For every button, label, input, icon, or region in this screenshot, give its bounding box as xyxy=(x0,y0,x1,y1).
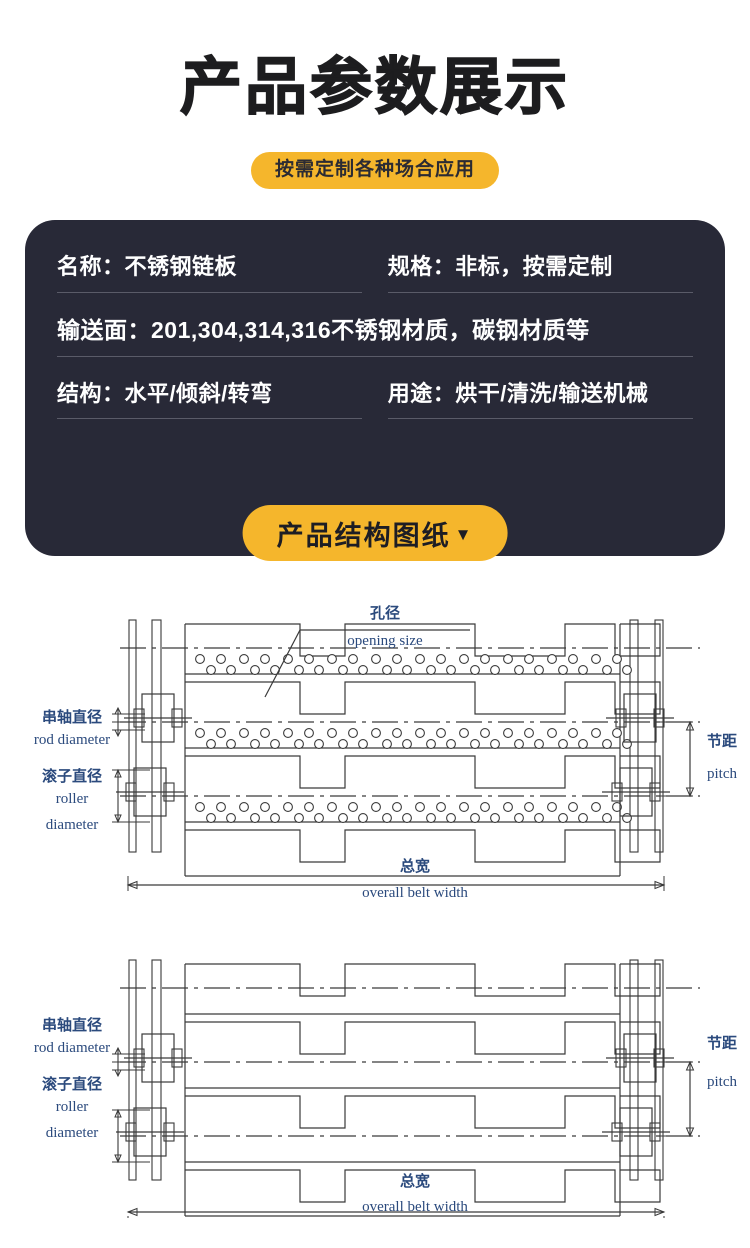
label-rod-diameter-zh: 串轴直径 xyxy=(42,708,102,726)
label-pitch-en: pitch xyxy=(707,766,737,782)
spec-card: 名称：不锈钢链板 规格：非标，按需定制 输送面：201,304,314,316不… xyxy=(25,220,725,556)
spec-cell-usage: 用途：烘干/清洗/输送机械 xyxy=(387,379,693,420)
cta-label: 产品结构图纸 xyxy=(276,520,451,551)
spec-value: 结构：水平/倾斜/转弯 xyxy=(57,380,273,406)
label-rod-diameter-zh: 串轴直径 xyxy=(42,1016,102,1034)
label-overall-width-zh: 总宽 xyxy=(400,1172,430,1190)
page-title: 产品参数展示 xyxy=(179,53,570,122)
spec-value: 规格：非标，按需定制 xyxy=(387,254,613,279)
spec-cell-structure: 结构：水平/倾斜/转弯 xyxy=(57,379,363,420)
label-pitch-zh: 节距 xyxy=(707,732,737,750)
label-roller-diameter-en-1: roller xyxy=(56,1099,88,1115)
spec-cell-material: 输送面：201,304,314,316不锈钢材质，碳钢材质等 xyxy=(57,315,693,357)
spec-cell-name: 名称：不锈钢链板 xyxy=(57,252,363,293)
spec-row: 输送面：201,304,314,316不锈钢材质，碳钢材质等 xyxy=(57,315,693,379)
label-roller-diameter-zh: 滚子直径 xyxy=(42,1075,102,1093)
label-pitch-en: pitch xyxy=(707,1074,737,1090)
spec-value: 输送面：201,304,314,316不锈钢材质，碳钢材质等 xyxy=(57,316,590,343)
label-overall-width-zh: 总宽 xyxy=(400,857,430,875)
label-rod-diameter-en: rod diameter xyxy=(34,732,110,748)
label-opening-size-zh: 孔径 xyxy=(370,604,400,622)
label-pitch-zh: 节距 xyxy=(707,1034,737,1052)
spec-value: 名称：不锈钢链板 xyxy=(57,254,238,279)
label-roller-diameter-en-1: roller xyxy=(56,791,88,807)
chevron-down-icon: ▼ xyxy=(454,524,474,544)
label-overall-width-en: overall belt width xyxy=(362,885,468,901)
label-opening-size-en: opening size xyxy=(347,633,423,649)
leader-line-opening xyxy=(264,629,470,698)
label-roller-diameter-en-2: diameter xyxy=(46,817,98,833)
spec-row: 名称：不锈钢链板 规格：非标，按需定制 xyxy=(57,252,693,315)
label-rod-diameter-en: rod diameter xyxy=(34,1040,110,1056)
spec-row: 结构：水平/倾斜/转弯 用途：烘干/清洗/输送机械 xyxy=(57,379,693,442)
label-roller-diameter-zh: 滚子直径 xyxy=(42,767,102,785)
cta-label-wrap: 产品结构图纸 ▼ xyxy=(277,514,474,553)
label-roller-diameter-en-2: diameter xyxy=(46,1125,98,1141)
subtitle-badge: 按需定制各种场合应用 xyxy=(250,152,500,189)
drawing-perforated: 孔径 opening size 串轴直径 rod diameter 滚子直径 r… xyxy=(0,590,750,925)
spec-cell-model: 规格：非标，按需定制 xyxy=(387,252,693,293)
drawing-plain: 串轴直径 rod diameter 滚子直径 roller diameter 节… xyxy=(0,930,750,1242)
product-structure-drawing-button[interactable]: 产品结构图纸 ▼ xyxy=(242,505,508,561)
label-overall-width-en: overall belt width xyxy=(362,1199,468,1215)
spec-rows: 名称：不锈钢链板 规格：非标，按需定制 输送面：201,304,314,316不… xyxy=(57,252,693,441)
spec-value: 用途：烘干/清洗/输送机械 xyxy=(387,380,649,406)
